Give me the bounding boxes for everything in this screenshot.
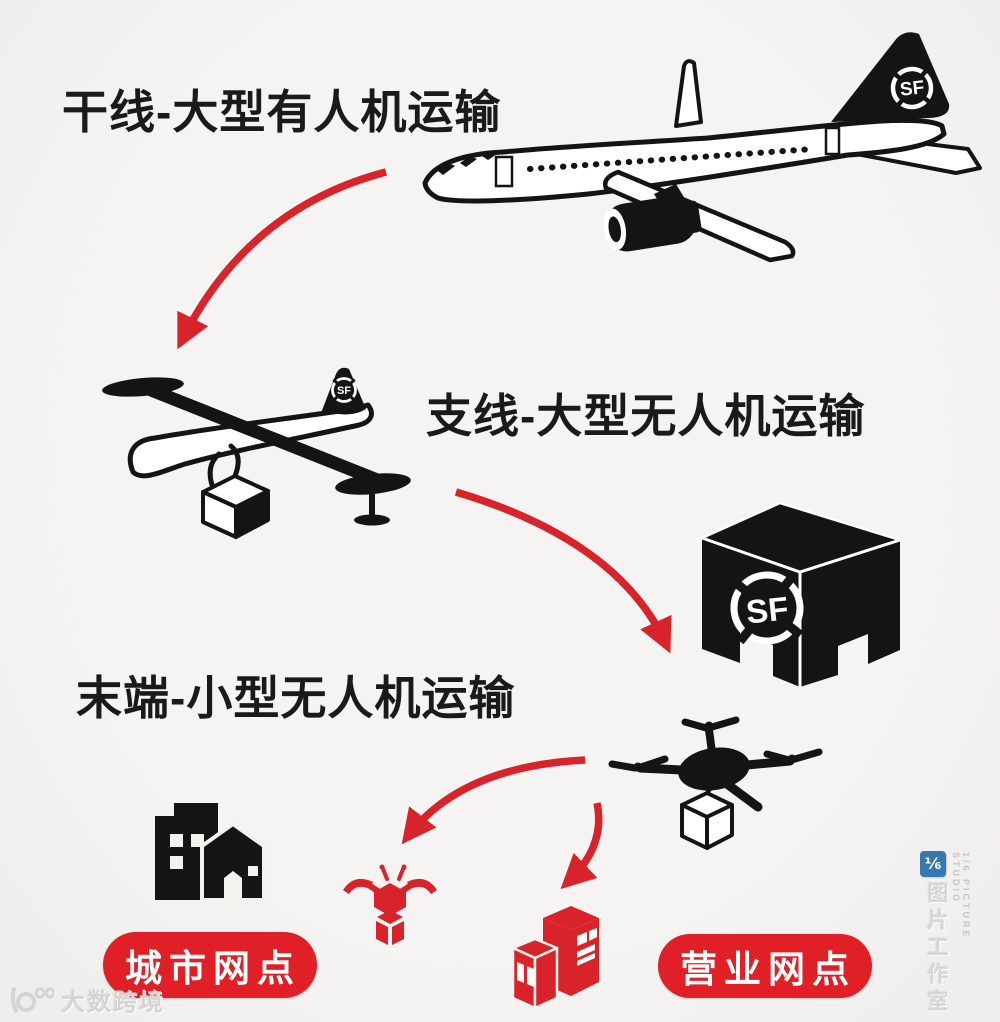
fixed-wing-drone-icon: SF — [102, 367, 411, 539]
arrow-plane-to-drone — [177, 168, 387, 350]
brand-watermark-text: 大数跨境 — [61, 989, 165, 1016]
svg-text:SF: SF — [337, 385, 351, 397]
brand-watermark: 大数跨境 — [8, 982, 165, 1017]
cargo-airplane-icon: SF — [422, 32, 982, 263]
quadcopter-drone-icon — [608, 716, 823, 850]
arrow-drone-to-box — [454, 488, 672, 654]
arrow-quad-to-city — [401, 756, 586, 845]
svg-text:SF: SF — [744, 589, 790, 630]
studio-caption-watermark: 1/6 PICTURE STUDIO — [951, 852, 971, 940]
sf-logo-drone-tail: SF — [331, 377, 357, 403]
sf-logo-box: SF — [730, 571, 804, 645]
city-network-badge: 城市网点 — [103, 932, 317, 998]
svg-text:SF: SF — [899, 77, 925, 100]
studio-fraction-badge: ⅙ — [920, 851, 946, 877]
sf-logo-tail: SF — [890, 66, 934, 110]
sf-parcel-box-icon: SF — [700, 502, 902, 687]
city-buildings-icon — [155, 803, 266, 902]
small-red-drone-icon — [343, 864, 437, 945]
terminal-title: 末端-小型无人机运输 — [76, 672, 516, 724]
studio-name-watermark: 图片工作室 — [925, 882, 948, 1017]
arrow-quad-to-business — [560, 802, 603, 890]
brand-logo-icon — [10, 986, 54, 1013]
red-building-icon — [511, 906, 599, 1010]
business-network-badge: 营业网点 — [658, 934, 872, 998]
trunk-title: 干线-大型有人机运输 — [62, 86, 502, 138]
branch-title: 支线-大型无人机运输 — [426, 390, 866, 442]
